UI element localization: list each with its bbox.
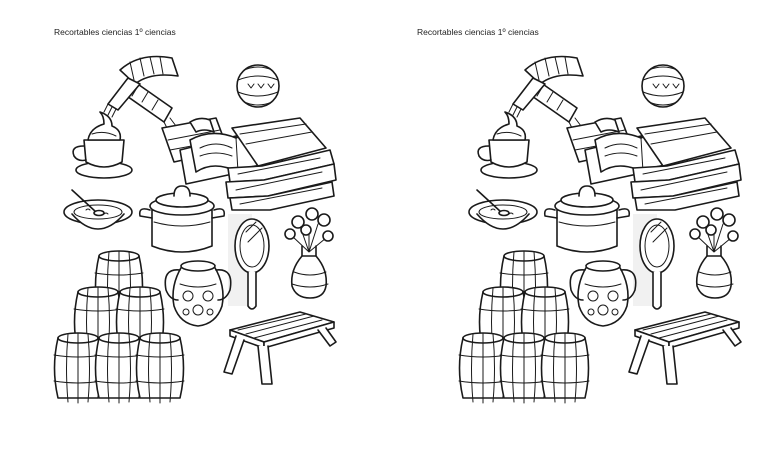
jug-icon xyxy=(164,260,232,327)
scarf-icon xyxy=(508,55,584,131)
barrels-icon xyxy=(458,250,590,404)
cup-icon xyxy=(477,111,538,179)
illustrations xyxy=(53,55,337,404)
ball-icon xyxy=(236,64,280,108)
worksheet-title: Recortables ciencias 1º ciencias xyxy=(417,27,539,37)
soup-bowl-icon xyxy=(63,189,133,230)
mirror-icon xyxy=(633,214,675,310)
scarf-icon xyxy=(103,55,179,131)
illustrations xyxy=(458,55,742,404)
books-icon xyxy=(161,117,337,211)
stool-icon xyxy=(223,311,337,385)
books-icon xyxy=(566,117,742,211)
mirror-icon xyxy=(228,214,270,310)
cooking-pot-icon xyxy=(543,185,631,253)
worksheet-right: Recortables ciencias 1º ciencias xyxy=(384,0,768,466)
cup-icon xyxy=(72,111,133,179)
cooking-pot-icon xyxy=(138,185,226,253)
ball-icon xyxy=(641,64,685,108)
jug-icon xyxy=(569,260,637,327)
flower-vase-icon xyxy=(284,207,334,299)
barrels-icon xyxy=(53,250,185,404)
soup-bowl-icon xyxy=(468,189,538,230)
stool-icon xyxy=(628,311,742,385)
worksheet-left: Recortables ciencias 1º ciencias xyxy=(53,27,337,404)
flower-vase-icon xyxy=(689,207,739,299)
worksheet-title: Recortables ciencias 1º ciencias xyxy=(54,27,176,37)
